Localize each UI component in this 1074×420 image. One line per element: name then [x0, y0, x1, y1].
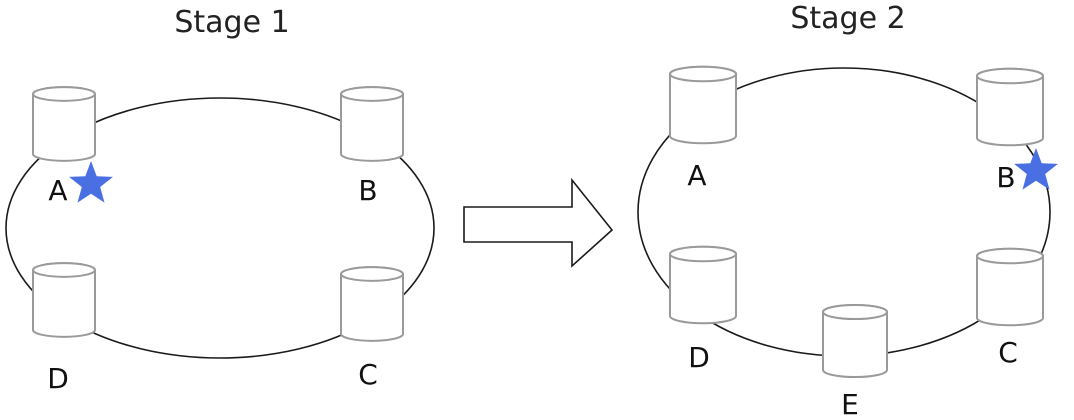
- stage-2: Stage 2 A B C D E: [637, 1, 1058, 420]
- cylinder-top: [669, 245, 737, 263]
- stage-1-title: Stage 1: [174, 5, 289, 40]
- arrow-right-icon: [463, 177, 614, 268]
- stage-2-label-c: C: [998, 336, 1018, 369]
- stage-2-node-c: [976, 247, 1044, 327]
- cylinder-top: [32, 86, 96, 102]
- stage-1-label-c: C: [358, 358, 378, 391]
- cylinder-top: [976, 247, 1044, 265]
- stage-1-node-d: [32, 262, 96, 338]
- stage-1-node-c: [340, 266, 404, 342]
- star-icon: [69, 161, 113, 203]
- cylinder-top: [340, 86, 404, 102]
- stage-1-ring: [5, 97, 435, 359]
- stage-1-node-b: [340, 86, 404, 162]
- star-icon: [1014, 148, 1058, 190]
- stage-2-title: Stage 2: [790, 1, 905, 36]
- cylinder-top: [669, 65, 737, 83]
- cylinder-top: [822, 303, 888, 321]
- stage-1-label-a: A: [48, 174, 67, 207]
- stage-2-node-d: [669, 245, 737, 325]
- stage-1-node-a: [32, 86, 96, 162]
- stage-2-node-a: [669, 65, 737, 145]
- stage-2-node-e: [822, 303, 888, 379]
- stage-1-label-b: B: [358, 174, 377, 207]
- stage-2-label-a: A: [687, 159, 706, 192]
- stage-2-node-b: [976, 67, 1044, 147]
- cylinder-top: [976, 67, 1044, 85]
- stage-2-label-e: E: [841, 388, 859, 420]
- stage-1: Stage 1 A B C D: [5, 5, 435, 395]
- stage-2-label-d: D: [688, 341, 710, 374]
- cylinder-top: [340, 266, 404, 282]
- stage-2-label-b: B: [996, 161, 1015, 194]
- cylinder-top: [32, 262, 96, 278]
- stage-1-label-d: D: [47, 362, 69, 395]
